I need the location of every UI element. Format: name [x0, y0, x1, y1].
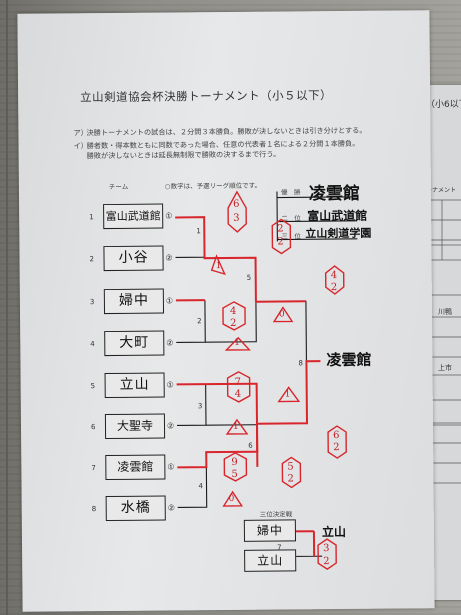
- score-digit: 0: [228, 493, 235, 504]
- score-digit: 0: [278, 309, 285, 320]
- score-digit: 6: [233, 198, 240, 210]
- team-box: 立山: [244, 549, 297, 572]
- score-digit: 2: [287, 473, 294, 485]
- score-digit: 5: [231, 468, 238, 480]
- score-digit: 4: [229, 305, 237, 317]
- score-digit: 1: [232, 421, 239, 432]
- score-digit: 2: [330, 282, 338, 294]
- score-badges: [210, 190, 347, 570]
- adjacent-sheet-text: （小6以下: [426, 100, 461, 110]
- score-digit: 1: [215, 261, 222, 272]
- score-digit: 5: [287, 461, 294, 473]
- champion-name: 凌雲館: [326, 350, 372, 370]
- score-digit: 2: [323, 556, 330, 568]
- score-digit: 2: [277, 236, 284, 248]
- score-digit: 3: [323, 543, 330, 555]
- score-digit: 4: [234, 388, 242, 400]
- adjacent-sheet-text: 上市: [438, 364, 452, 372]
- score-digit: 2: [333, 442, 340, 454]
- score-digit: 3: [233, 212, 240, 224]
- score-digit: 9: [231, 456, 238, 468]
- score-digit: 6: [333, 430, 340, 442]
- adjacent-sheet-text: 川鴨: [438, 308, 452, 316]
- tournament-sheet: 立山剣道協会杯決勝トーナメント（小５以下） ア） 決勝トーナメントの試合は、２分…: [17, 10, 435, 612]
- score-digit: 1: [284, 389, 291, 400]
- team-box: 婦中: [243, 519, 297, 542]
- wall-seam: [6, 0, 8, 615]
- score-digit: 7: [234, 376, 242, 388]
- third-place-winner: 立山: [321, 524, 347, 540]
- score-digit: 1: [234, 337, 241, 348]
- score-digit: 4: [330, 270, 338, 282]
- bracket-lines: [175, 191, 358, 557]
- adjacent-sheet-text: ーナメント: [426, 187, 457, 194]
- third-place-playoff-label: 三位決定戦: [259, 510, 293, 519]
- score-digit: 2: [277, 223, 284, 235]
- score-digit: 2: [230, 317, 237, 329]
